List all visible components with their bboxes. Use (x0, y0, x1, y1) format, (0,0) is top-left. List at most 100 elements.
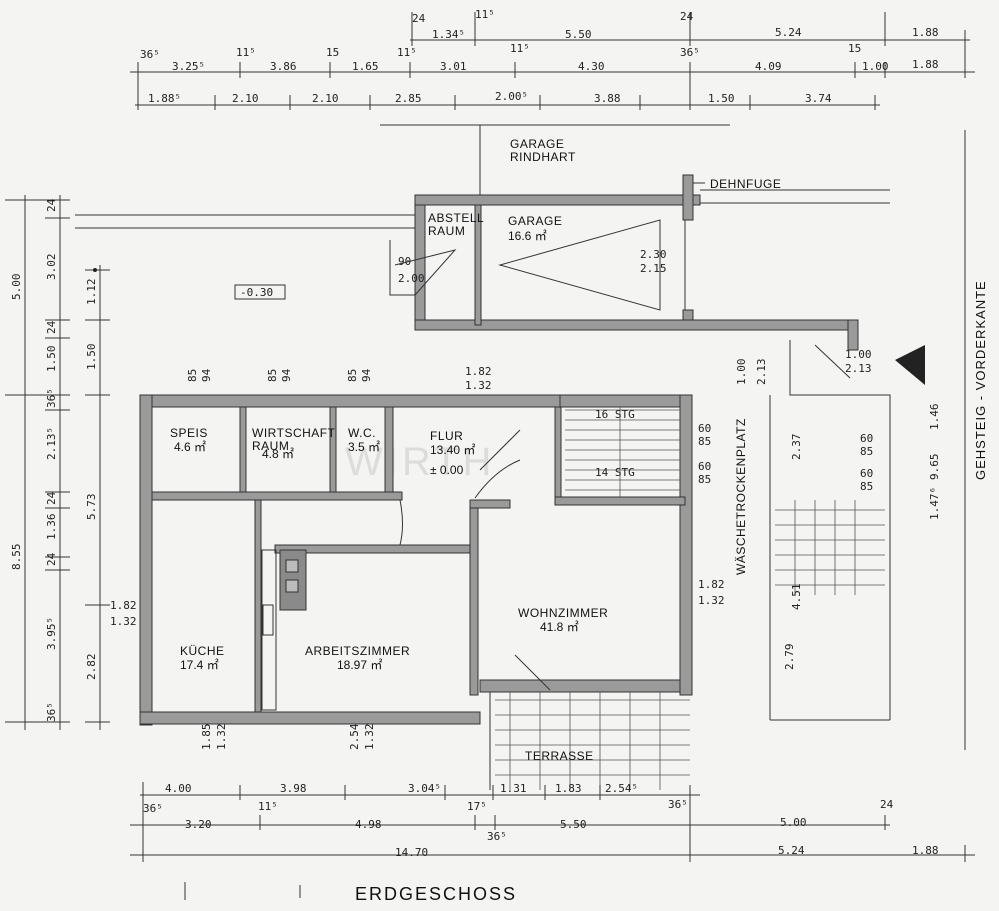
room-name-terrasse: TERRASSE (525, 749, 594, 763)
dim-left-inner-3: 2.82 (85, 654, 98, 681)
dim-top1-5: 5.24 (775, 26, 802, 39)
dim-top2-14: 1.88 (912, 58, 939, 71)
dim-entry-1: 1.00 (845, 348, 872, 361)
dim-stair-win-4: 85 (698, 473, 711, 486)
dim-top2-13: 1.00 (862, 60, 889, 73)
dim-top2-11: 4.09 (755, 60, 782, 73)
dim-top2-7: 3.01 (440, 60, 467, 73)
dim-garage-door-2: 2.15 (640, 262, 667, 275)
dim-left-mid-9: 3.95⁵ (45, 617, 58, 650)
dim-arbeit-bottom-1: 2.54 (348, 723, 361, 750)
dim-top3-4: 2.00⁵ (495, 90, 528, 103)
room-name-speis: SPEIS (170, 426, 208, 440)
dim-kueche-bottom-2: 1.32 (215, 724, 228, 751)
dim-yard-2: 2.37 (790, 434, 803, 461)
dim-flur-top-2: 1.32 (465, 379, 492, 392)
dim-right-2: 9.65 (928, 454, 941, 481)
dim-left-inner-1: 1.50 (85, 344, 98, 371)
dim-top1-1: 1.34⁵ (432, 28, 465, 41)
dim-stair-win-2: 85 (698, 435, 711, 448)
dim-left-inner-2: 5.73 (85, 494, 98, 521)
dim-window-r1b: 85 (860, 445, 873, 458)
dim-window-wc-2: 94 (360, 368, 373, 382)
dim-left-mid-7: 1.36 (45, 514, 58, 541)
dim-top3-6: 1.50 (708, 92, 735, 105)
dim-living-win-1: 1.82 (698, 578, 725, 591)
stair-up-label: 16 STG (595, 408, 635, 421)
dim-left-mid-4: 36⁵ (45, 388, 58, 408)
dim-window-wc-1: 85 (346, 369, 359, 382)
dim-top3-5: 3.88 (594, 92, 621, 105)
dim-top2-5: 1.65 (352, 60, 379, 73)
dim-left-mid-3: 1.50 (45, 346, 58, 373)
dim-arbeit-bottom-2: 1.32 (363, 724, 376, 751)
dim-kitchen-win-1: 1.82 (110, 599, 137, 612)
dim-top2-2: 11⁵ (236, 46, 256, 59)
dim-top1-2: 11⁵ (475, 8, 495, 21)
main-house-walls (139, 394, 693, 726)
dim-entry-2: 2.13 (845, 362, 872, 375)
room-name-kueche: KÜCHE (180, 644, 225, 658)
dim-bottom1-0: 4.00 (165, 782, 192, 795)
room-area-wohnzimmer: 41.8 ㎡ (540, 620, 579, 634)
top-dimension-chains: 24 1.34⁵ 11⁵ 5.50 24 5.24 1.88 36⁵ 3.25⁵… (130, 8, 975, 110)
dim-top2-8: 11⁵ (510, 42, 530, 55)
dim-top2-4: 15 (326, 46, 339, 59)
dim-abstell-height: 2.00 (398, 272, 425, 285)
dim-top1-4: 24 (680, 10, 694, 23)
dim-left-mid-8: 24 (45, 552, 58, 566)
dim-bottom1-4: 1.83 (555, 782, 582, 795)
dim-bottom1-2: 3.04⁵ (408, 782, 441, 795)
dim-bottom2-3: 4.98 (355, 818, 382, 831)
dim-abstell-width: 90 (398, 255, 411, 268)
dim-bottom2-6: 5.50 (560, 818, 587, 831)
dim-window-wirt-2: 94 (280, 368, 293, 382)
dim-left-mid-6: 24 (45, 491, 58, 505)
dim-living-win-2: 1.32 (698, 594, 725, 607)
dim-yard-3: 4.51 (790, 584, 803, 611)
street-label: GEHSTEIG - VORDERKANTE (973, 280, 988, 480)
dim-left-mid-2: 24 (45, 320, 58, 334)
stair-down-label: 14 STG (595, 466, 635, 479)
room-name-wohnzimmer: WOHNZIMMER (518, 606, 608, 620)
room-area-wirtschaftsraum: 4.8 ㎡ (262, 447, 294, 461)
dim-top1-0: 24 (412, 12, 426, 25)
room-area-wc: 3.5 ㎡ (348, 440, 380, 454)
room-name-wc: W.C. (348, 426, 376, 440)
dim-window-r2a: 60 (860, 467, 873, 480)
dim-bottom3-0: 14.70 (395, 846, 428, 859)
dim-left-inner-0: 1.12 (85, 279, 98, 306)
dim-window-speis-1: 85 (186, 369, 199, 382)
dim-top3-0: 1.88⁵ (148, 92, 181, 105)
dim-right-1: 1.46 (928, 404, 941, 431)
dim-bottom1-3: 1.31 (500, 782, 527, 795)
dim-window-speis-2: 94 (200, 368, 213, 382)
dim-top2-1: 3.25⁵ (172, 60, 205, 73)
dim-bottom2-2: 11⁵ (258, 800, 278, 813)
room-area-garage: 16.6 ㎡ (508, 229, 547, 243)
dim-window-r2b: 85 (860, 480, 873, 493)
dim-right-3: 1.47⁶ (928, 487, 941, 520)
dim-yard-1: 2.79 (783, 644, 796, 671)
dim-flur-top-1: 1.82 (465, 365, 492, 378)
left-dimension-chains: 5.00 8.55 24 3.02 24 1.50 36⁵ 2.13⁵ 24 1… (5, 195, 110, 730)
dim-top1-3: 5.50 (565, 28, 592, 41)
dim-stair-win-3: 60 (698, 460, 711, 473)
dim-bottom2-9: 24 (880, 798, 894, 811)
dim-side-2: 2.13 (755, 359, 768, 386)
dim-bottom2-5: 36⁵ (487, 830, 507, 843)
dim-top2-9: 4.30 (578, 60, 605, 73)
dim-window-r1a: 60 (860, 432, 873, 445)
dim-left-mid-10: 36⁵ (45, 702, 58, 722)
dim-top2-3: 3.86 (270, 60, 297, 73)
dim-kueche-bottom-1: 1.85 (200, 724, 213, 751)
expansion-joint-label: DEHNFUGE (710, 177, 781, 191)
dim-bottom2-0: 36⁵ (143, 802, 163, 815)
level-box-garage (234, 284, 286, 300)
dim-bottom1-5: 2.54⁵ (605, 782, 638, 795)
dim-left-mid-1: 3.02 (45, 254, 58, 281)
dim-top2-12: 15 (848, 42, 861, 55)
